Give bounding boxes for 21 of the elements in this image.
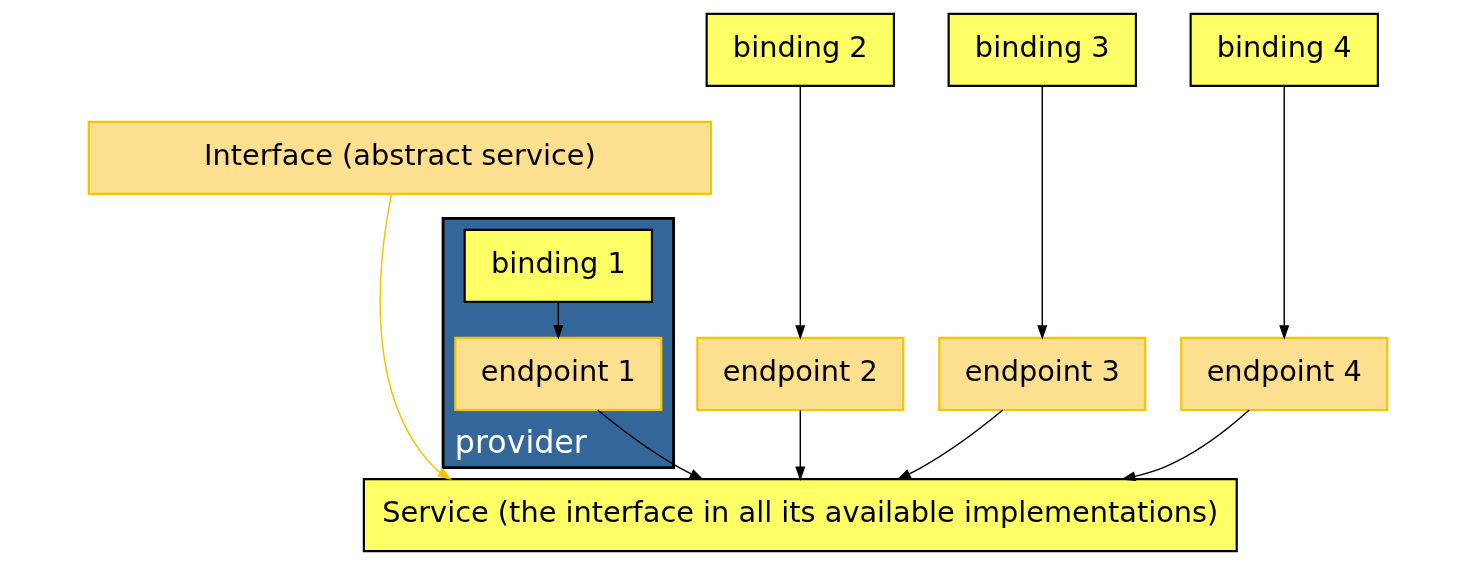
node-box: Interface (abstract service) xyxy=(87,120,713,195)
node-box: binding 2 xyxy=(705,12,895,87)
node-box: endpoint 4 xyxy=(1180,336,1389,412)
cluster xyxy=(441,216,675,470)
node-box: binding 4 xyxy=(1189,12,1379,87)
arrow xyxy=(553,301,564,340)
node-box: endpoint 1 xyxy=(454,336,663,412)
arrow xyxy=(1121,409,1250,482)
node-box: binding 3 xyxy=(947,12,1137,87)
arrow xyxy=(379,193,452,481)
arrow xyxy=(1279,85,1290,340)
arrow xyxy=(597,409,705,480)
node-box: endpoint 2 xyxy=(696,336,905,412)
node-box: binding 1 xyxy=(463,228,654,303)
arrow xyxy=(896,409,1004,480)
node-box: endpoint 3 xyxy=(938,336,1147,412)
arrow xyxy=(795,409,806,481)
arrow xyxy=(1037,85,1048,340)
node-label: provider xyxy=(454,423,587,460)
arrow xyxy=(795,85,806,340)
node-box: Service (the interface in all its available implementations) xyxy=(362,478,1238,553)
